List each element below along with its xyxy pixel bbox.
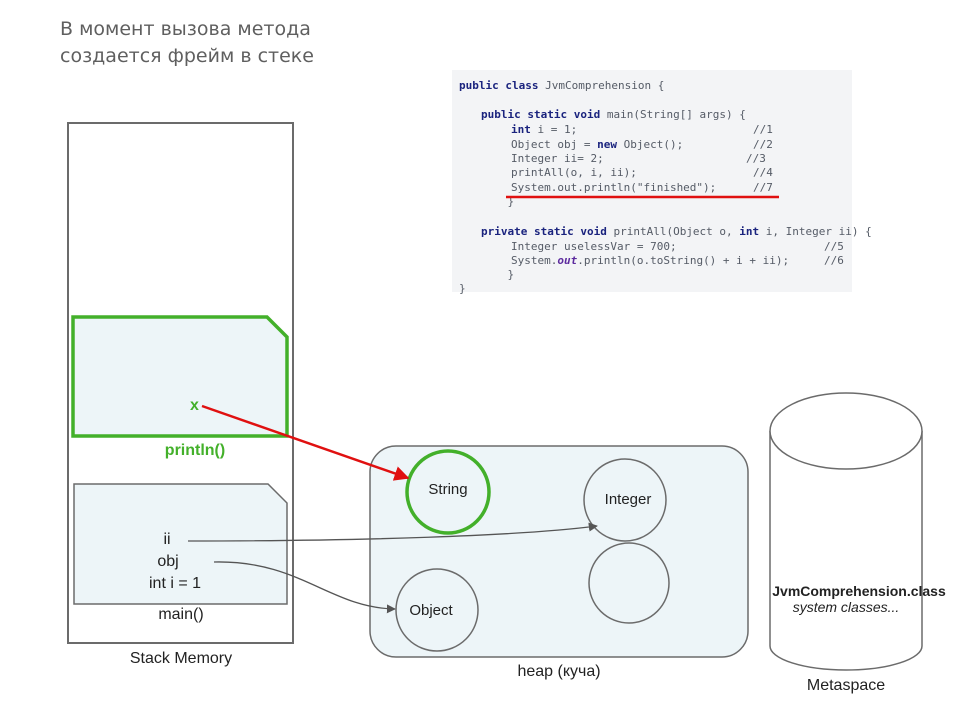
main-var-obj: obj xyxy=(157,553,179,570)
stack-memory-label: Stack Memory xyxy=(129,650,233,667)
code-line-printall-decl: private static void printAll(Object o, i… xyxy=(481,225,872,238)
code-line-7: System.out.println("finished");//7 xyxy=(511,181,773,194)
main-frame-label: main() xyxy=(158,606,204,623)
main-var-ii: ii xyxy=(163,531,171,548)
code-snippet-panel: public class JvmComprehension { public s… xyxy=(452,70,872,295)
metaspace-class-name: JvmComprehension.class xyxy=(772,583,946,599)
slide-title-line-1: В момент вызова метода xyxy=(60,18,311,40)
slide-title-line-2: создается фрейм в стеке xyxy=(60,45,314,67)
code-line-1: int i = 1;//1 xyxy=(511,123,773,136)
code-line-2: Object obj = new Object();//2 xyxy=(511,138,773,151)
metaspace-label: Metaspace xyxy=(806,677,886,694)
metaspace-cylinder xyxy=(769,431,923,671)
obj-reference-arrow xyxy=(213,561,396,614)
slide-title: В момент вызова метода создается фрейм в… xyxy=(60,16,460,70)
integer-object-label: Integer xyxy=(604,491,652,508)
string-object-label: String xyxy=(428,481,468,498)
object-object xyxy=(395,568,479,652)
code-line-main-close: } xyxy=(481,195,515,208)
main-var-int-i: int i = 1 xyxy=(148,575,202,592)
code-line-class-decl: public class JvmComprehension { xyxy=(459,79,665,92)
println-frame xyxy=(71,315,289,438)
metaspace-cylinder-top xyxy=(769,392,923,470)
code-line-4: printAll(o, i, ii);//4 xyxy=(511,166,773,179)
x-reference-arrow xyxy=(201,404,410,481)
code-line-printall-close: } xyxy=(481,268,515,281)
object-object-label: Object xyxy=(409,602,453,619)
main-frame xyxy=(73,483,288,605)
code-line-5: Integer uselessVar = 700;//5 xyxy=(511,240,844,253)
code-line-main-decl: public static void main(String[] args) { xyxy=(481,108,746,121)
string-object xyxy=(405,449,491,535)
println-frame-label: println() xyxy=(164,442,226,459)
integer-object xyxy=(583,458,667,542)
empty-object xyxy=(588,542,670,624)
println-var-x: x xyxy=(190,397,199,414)
code-line-6: System.out.println(o.toString() + i + ii… xyxy=(511,254,844,267)
ii-reference-arrow xyxy=(187,522,598,542)
heap-label: heap (куча) xyxy=(517,663,601,680)
metaspace-system-classes: system classes... xyxy=(792,599,900,615)
code-line-class-close: } xyxy=(459,282,466,295)
code-line-3: Integer ii= 2;//3 xyxy=(511,152,766,165)
